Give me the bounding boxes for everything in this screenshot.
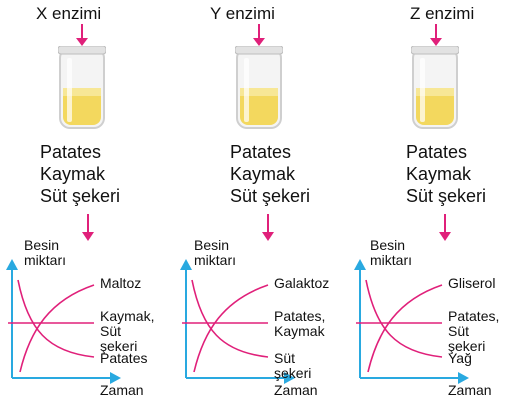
y-axis-label: Besin miktarı <box>194 237 236 268</box>
panel-z-enzyme: Z enzimi Patates Kaymak Süt şekeri <box>348 0 521 406</box>
x-axis-label: Zaman <box>448 382 492 398</box>
content-item: Süt şekeri <box>230 186 311 206</box>
rising-label: Galaktoz <box>274 275 330 291</box>
panel-arrows <box>253 24 274 241</box>
y-axis <box>180 259 192 378</box>
x-axis <box>186 372 295 384</box>
content-item: Patates <box>230 142 292 162</box>
rising-curve <box>19 284 95 373</box>
constant-label: Kaymak, Süt şekeri <box>100 308 155 354</box>
falling-label: Patates <box>100 350 148 366</box>
panel-arrows <box>76 24 94 241</box>
down-arrow-icon <box>262 214 274 241</box>
graph-plot <box>180 259 295 384</box>
y-axis <box>6 259 18 378</box>
constant-label: Patates, Kaymak <box>274 308 326 339</box>
test-tube-icon <box>235 46 283 129</box>
y-axis-label: Besin miktarı <box>370 237 412 268</box>
panel-x-enzyme: X enzimi Patates Kaymak Süt şekeri <box>0 0 174 406</box>
falling-label: Süt şekeri <box>274 350 312 381</box>
test-tube-icon <box>411 46 459 129</box>
x-axis <box>12 372 121 384</box>
panel-y-enzyme: Y enzimi Patates Kaymak Süt şekeri <box>174 0 348 406</box>
x-axis-label: Zaman <box>100 382 144 398</box>
down-arrow-icon <box>76 24 88 46</box>
enzyme-label: Y enzimi <box>210 4 275 23</box>
rising-curve <box>367 284 443 373</box>
graph-plot <box>354 259 469 384</box>
tube-contents: Patates Kaymak Süt şekeri <box>406 141 486 207</box>
down-arrow-icon <box>82 214 94 241</box>
tube-contents: Patates Kaymak Süt şekeri <box>230 141 310 207</box>
content-item: Kaymak <box>40 164 106 184</box>
panel-arrows <box>430 24 451 241</box>
falling-curve <box>365 279 443 358</box>
rising-curve <box>193 284 269 373</box>
enzyme-label: X enzimi <box>36 4 102 23</box>
falling-curve <box>191 279 269 358</box>
tube-contents: Patates Kaymak Süt şekeri <box>40 141 120 207</box>
graph-plot <box>6 259 121 384</box>
down-arrow-icon <box>430 24 442 46</box>
rising-label: Maltoz <box>100 275 142 291</box>
test-tube-icon <box>58 46 106 129</box>
rising-label: Gliserol <box>448 275 496 291</box>
x-axis-label: Zaman <box>274 382 318 398</box>
y-axis <box>354 259 366 378</box>
falling-label: Yağ <box>448 350 472 366</box>
content-item: Süt şekeri <box>406 186 487 206</box>
content-item: Kaymak <box>406 164 472 184</box>
enzyme-label: Z enzimi <box>410 4 475 23</box>
down-arrow-icon <box>439 214 451 241</box>
down-arrow-icon <box>253 24 265 46</box>
x-axis <box>360 372 469 384</box>
content-item: Patates <box>406 142 468 162</box>
content-item: Süt şekeri <box>40 186 121 206</box>
constant-label: Patates, Süt şekeri <box>448 308 500 354</box>
content-item: Kaymak <box>230 164 296 184</box>
y-axis-label: Besin miktarı <box>24 237 66 268</box>
falling-curve <box>17 279 95 358</box>
content-item: Patates <box>40 142 102 162</box>
